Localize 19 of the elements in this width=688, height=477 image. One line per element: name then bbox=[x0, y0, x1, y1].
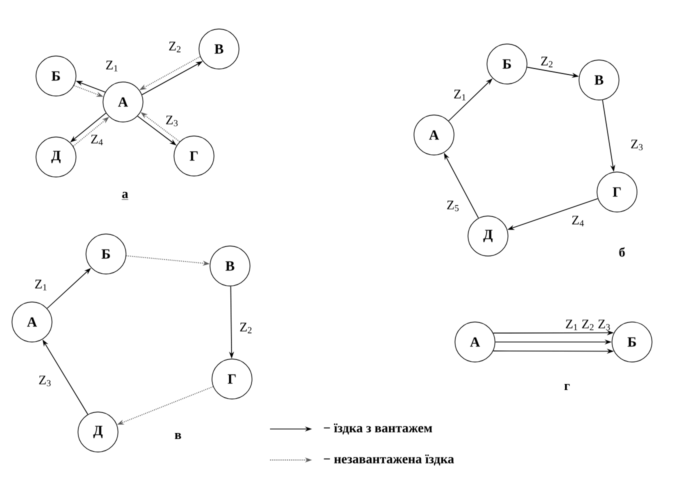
edge-label: Z$_{3}$ bbox=[631, 140, 643, 150]
panel-caption: а bbox=[122, 192, 128, 200]
edge-label: Z$_{5}$ bbox=[447, 200, 459, 212]
edge-label: Z$_{2}$ bbox=[240, 322, 252, 334]
panel-caption: в bbox=[174, 433, 182, 439]
edge-label: Z$_{1}$ Z$_{2}$ Z$_{3}$ bbox=[566, 320, 610, 330]
panel-caption: г bbox=[564, 384, 570, 390]
edge-label: Z$_{4}$ bbox=[572, 216, 584, 226]
edge-label: Z$_{3}$ bbox=[39, 376, 51, 386]
edge-label: Z$_{3}$ bbox=[166, 116, 178, 126]
edge-label: Z$_{4}$ bbox=[91, 134, 103, 146]
edge-label: Z$_{2}$ bbox=[169, 42, 180, 52]
legend-text: − їздка з вантажем bbox=[324, 424, 432, 434]
panel-caption: б bbox=[619, 247, 625, 257]
edge-label: Z$_{2}$ bbox=[541, 56, 552, 68]
edge-label: Z$_{1}$ bbox=[454, 90, 466, 100]
edge-label: Z$_{1}$ bbox=[35, 280, 46, 290]
legend-text: − незавантажена їздка bbox=[324, 454, 454, 466]
edge-label: Z$_{1}$ bbox=[106, 60, 118, 72]
